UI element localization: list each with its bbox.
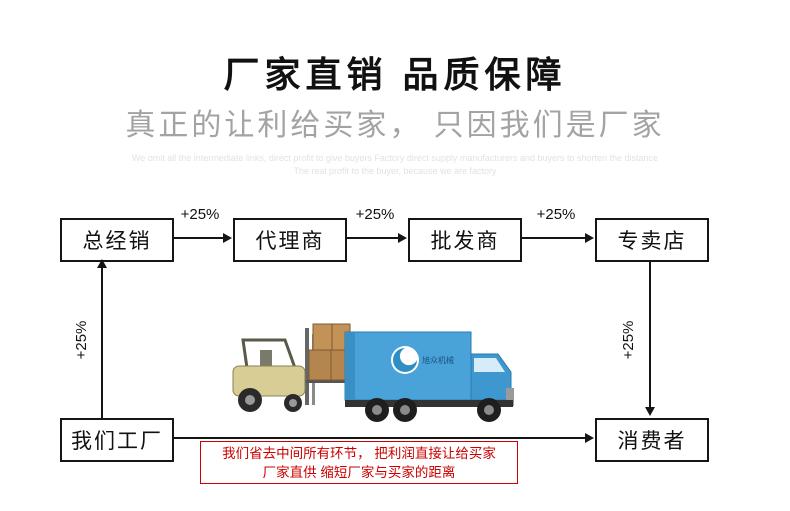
arrow-factory-consumer — [173, 437, 585, 439]
arrowhead-agent-wholesaler — [398, 233, 407, 243]
truck-brand-text: 旭众机械 — [422, 355, 454, 365]
node-factory: 我们工厂 — [60, 418, 174, 462]
footer-note-line-2: 厂家直供 缩短厂家与买家的距离 — [262, 464, 456, 480]
truck-illustration: 旭众机械 — [205, 310, 535, 430]
increment-label-3: +25% — [536, 206, 576, 223]
arrowhead-store-consumer — [645, 407, 655, 416]
node-store: 专卖店 — [595, 218, 709, 262]
watermark-line-1: We omit all the intermediate links, dire… — [131, 153, 659, 163]
increment-label-right: +25% — [620, 320, 637, 360]
arrow-factory-distributor — [101, 267, 103, 418]
arrowhead-factory-consumer — [585, 433, 594, 443]
arrow-wholesaler-store — [521, 237, 585, 239]
increment-label-left: +25% — [73, 320, 90, 360]
arrow-store-consumer — [649, 260, 651, 407]
forklift-mast — [305, 328, 309, 405]
arrowhead-factory-distributor — [97, 259, 107, 268]
arrowhead-wholesaler-store — [585, 233, 594, 243]
arrowhead-distributor-agent — [223, 233, 232, 243]
truck-chassis — [345, 398, 513, 422]
increment-label-2: +25% — [355, 206, 395, 223]
node-wholesaler: 批发商 — [408, 218, 522, 262]
forklift-body — [232, 338, 306, 412]
node-distributor: 总经销 — [60, 218, 174, 262]
forklift-fork — [305, 380, 355, 383]
node-agent: 代理商 — [233, 218, 347, 262]
node-consumer: 消费者 — [595, 418, 709, 462]
footer-note: 我们省去中间所有环节， 把利润直接让给买家 厂家直供 缩短厂家与买家的距离 — [200, 441, 518, 484]
watermark-text: We omit all the intermediate links, dire… — [0, 152, 790, 178]
arrow-distributor-agent — [173, 237, 223, 239]
truck-container: 旭众机械 — [344, 331, 472, 401]
watermark-line-2: The real profit to the buyer, because we… — [293, 166, 497, 176]
truck-cab — [470, 353, 514, 406]
subtitle: 真正的让利给买家， 只因我们是厂家 — [125, 109, 665, 142]
arrow-agent-wholesaler — [346, 237, 398, 239]
increment-label-1: +25% — [180, 206, 220, 223]
main-title: 厂家直销 品质保障 — [223, 54, 567, 95]
footer-note-line-1: 我们省去中间所有环节， 把利润直接让给买家 — [222, 445, 496, 461]
